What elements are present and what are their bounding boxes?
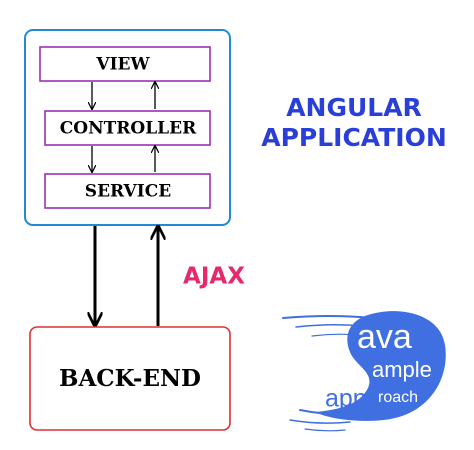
layer-service-label: SERVICE [85,182,171,202]
logo-word-ava: ava [357,318,412,356]
angular-app-container [24,29,231,226]
layer-controller-box [44,110,211,146]
layer-service-box [44,173,211,209]
layer-controller: CONTROLLER [44,110,211,146]
layer-view-box [39,46,211,82]
backend-label: BACK-END [59,365,201,392]
ajax-label: AJAX [183,264,245,290]
app-title-line2: APPLICATION [261,123,447,152]
backend: BACK-END [29,326,231,431]
layer-service: SERVICE [44,173,211,209]
layer-view-label: VIEW [95,55,150,75]
logo-word-ample: ample [372,357,432,382]
avaample-approach-logo: ava ample app roach [282,311,446,432]
layer-view: VIEW [39,46,211,82]
logo-shape [315,311,446,421]
app-title-line1: ANGULAR [286,93,422,122]
layer-controller-label: CONTROLLER [60,119,197,139]
backend-box [29,326,231,431]
logo-word-roach: roach [378,389,418,406]
logo-word-app: app [325,385,367,413]
